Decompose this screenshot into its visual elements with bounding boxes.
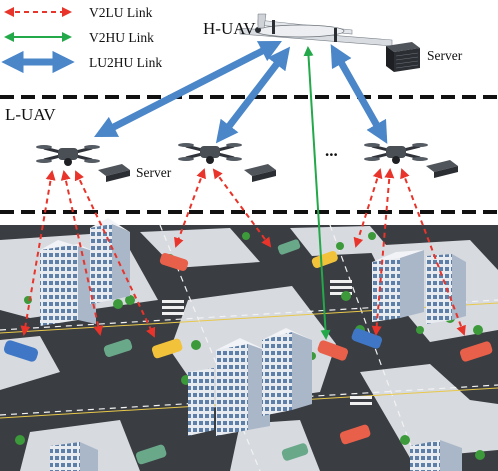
car (339, 424, 371, 445)
h-uav-label: H-UAV (203, 19, 256, 38)
server-icon-right (426, 160, 458, 178)
v2lu-link (400, 168, 466, 336)
v2lu-link (174, 168, 206, 248)
legend-v2hu-label: V2HU Link (89, 30, 154, 45)
building-center (188, 328, 312, 436)
server-label-left: Server (136, 165, 172, 180)
v2lu-link (212, 168, 272, 248)
city-block (360, 364, 498, 458)
legend-lu2hu-label: LU2HU Link (89, 55, 162, 70)
v2lu-links (20, 168, 466, 338)
car (159, 253, 189, 271)
server-label-top: Server (427, 48, 463, 63)
l-uav-drone-icon-middle (178, 143, 242, 164)
l-uav-drone-icon-left (36, 145, 100, 166)
legend-v2lu-label: V2LU Link (89, 5, 153, 20)
server-icon-middle (244, 164, 276, 182)
car (351, 328, 383, 349)
lu2hu-link-right (330, 44, 388, 144)
h-uav-fixed-wing-icon (239, 13, 393, 47)
car (459, 341, 493, 362)
l-uav-drone-icon-right (364, 143, 428, 164)
car (277, 239, 301, 255)
v2lu-link (74, 170, 156, 338)
car (317, 340, 349, 361)
car (103, 339, 133, 357)
building-right (372, 250, 466, 324)
lu2hu-link-middle (215, 46, 291, 144)
city-scene (0, 218, 498, 471)
city-block (230, 420, 320, 471)
v2lu-link (371, 168, 395, 336)
car (281, 443, 309, 461)
ellipsis-more-uavs: ... (325, 141, 338, 160)
l-uav-label: L-UAV (5, 105, 56, 124)
car (151, 338, 183, 359)
v2hu-link (303, 46, 331, 340)
server-icon-top (386, 42, 420, 72)
lu2hu-links (94, 40, 388, 144)
car (135, 444, 167, 465)
legend: V2LU Link V2HU Link LU2HU Link (1, 5, 162, 74)
server-icon-left (98, 164, 130, 182)
building-bottom (50, 440, 462, 471)
v2lu-link (20, 170, 56, 336)
car (3, 340, 39, 362)
